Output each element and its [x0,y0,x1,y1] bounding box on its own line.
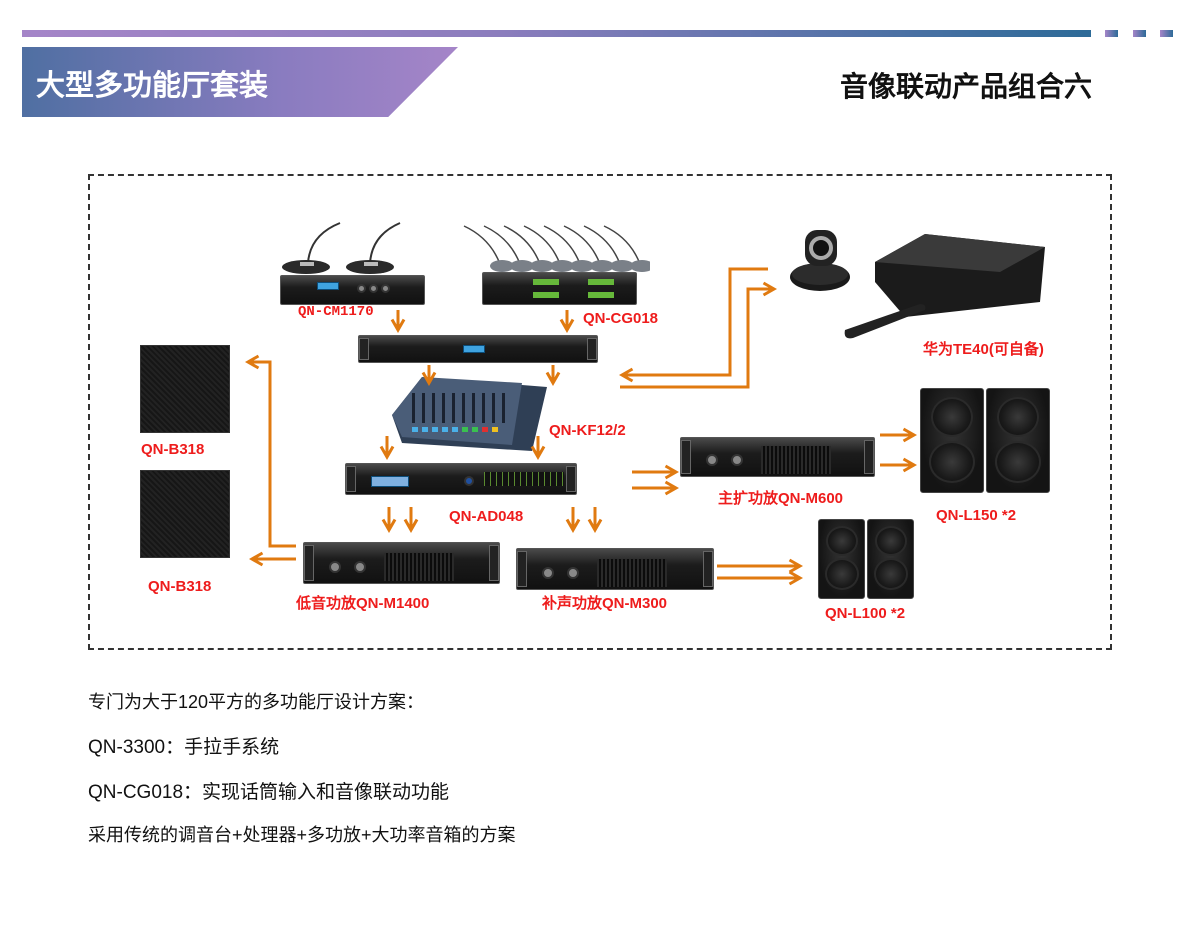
label-b318-bottom: QN-B318 [148,578,212,595]
description-line-2: QN-3300：手拉手系统 [88,737,280,758]
fader-channel [472,393,475,423]
description-line-1: 专门为大于120平方的多功能厅设计方案： [88,692,425,712]
remote-control-icon [844,304,926,339]
label-kf12: QN-KF12/2 [549,422,626,439]
label-l100: QN-L100 *2 [825,605,906,622]
gooseneck-mic-icon [583,225,634,272]
subwoofer-icon [140,345,230,433]
gooseneck-mic-icon [503,225,554,272]
page-title: 大型多功能厅套装 [36,70,269,102]
fader-channel [482,393,485,423]
feedback-suppressor-icon [358,335,598,363]
gooseneck-mic-icon [523,225,574,272]
header-square-3 [1160,30,1173,37]
gooseneck-mic-icon [563,225,614,272]
page-subtitle: 音像联动产品组合六 [839,71,1092,102]
label-te40: 华为TE40(可自备) [923,341,1044,358]
fader-channel [452,393,455,423]
header-square-2 [1133,30,1146,37]
diagram-frame [88,174,1112,650]
fader-channel [422,393,425,423]
gooseneck-mic-icon [603,225,650,272]
label-m300: 补声功放QN-M300 [542,595,668,612]
fader-channel [432,393,435,423]
fader-channel [442,393,445,423]
gooseneck-mic-icon [483,225,534,272]
header-square-1 [1105,30,1118,37]
speaker-pair-icon [920,388,1052,493]
label-m600: 主扩功放QN-M600 [718,490,844,507]
arrow-m1400-to-b318-top [244,354,296,548]
gooseneck-mic-icon [543,225,594,272]
power-amplifier-icon [516,548,714,590]
fader-channel [462,393,465,423]
subwoofer-icon [140,470,230,558]
description-line-3: QN-CG018：实现话筒输入和音像联动功能 [88,782,450,803]
fader-channel [412,393,415,423]
arrow-te40-to-suppressor [618,267,768,383]
fader-channel [502,393,505,423]
power-amplifier-icon [303,542,500,584]
label-m1400: 低音功放QN-M1400 [296,595,430,612]
wireless-mic-receiver-icon [460,220,650,305]
label-ad048: QN-AD048 [449,508,524,525]
arrow-suppressor-to-te40 [620,281,778,389]
audio-processor-icon [345,463,577,495]
speaker-pair-icon [818,519,914,599]
description-line-4: 采用传统的调音台+处理器+多功放+大功率音箱的方案 [88,825,516,845]
video-conference-terminal-icon [785,222,1050,342]
mixer-console-icon [382,375,552,455]
label-cm1170: QN-CM1170 [298,304,374,320]
codec-box-icon [875,234,1045,317]
fader-channel [492,393,495,423]
gooseneck-mic-icon [463,225,514,272]
title-banner [22,47,458,117]
power-amplifier-icon [680,437,875,477]
gooseneck-mic-icon [282,222,341,274]
label-l150: QN-L150 *2 [936,507,1017,524]
label-cg018: QN-CG018 [583,310,659,327]
header-accent-bar [22,30,1091,37]
label-b318-top: QN-B318 [141,441,205,458]
conference-controller-icon [280,215,425,305]
ptz-camera-icon [790,230,850,291]
gooseneck-mic-icon [346,222,401,274]
